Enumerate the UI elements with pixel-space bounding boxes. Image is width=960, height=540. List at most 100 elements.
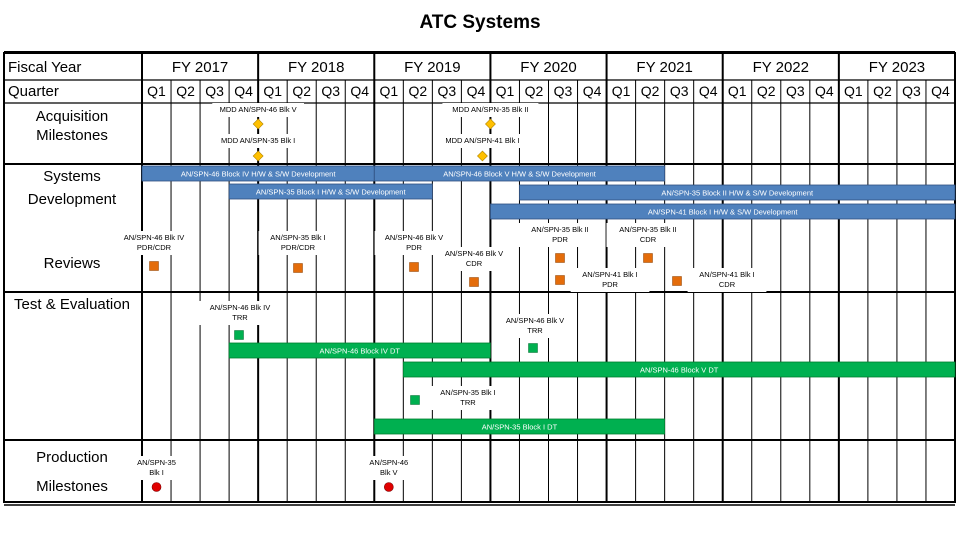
review-milestone-label: CDR [466,259,483,268]
schedule-bar-label: AN/SPN-46 Block V H/W & S/W Development [443,170,596,179]
schedule-bar-outline [373,418,666,435]
acquisition-milestone-label-bg [212,134,304,148]
quarter-label: Q4 [815,83,834,99]
acquisition-milestone-label: MDD AN/SPN-41 Blk I [445,136,519,145]
quarter-label: Q2 [757,83,776,99]
acquisition-milestone-label-bg [212,103,304,117]
review-milestone-label-bg [258,231,338,255]
schedule-bar-outline [228,342,491,359]
test-milestone-label: TRR [460,398,476,407]
section-label-prod: Production [36,449,108,466]
quarter-label: Q1 [496,83,515,99]
section-label-prod: Milestones [36,478,108,495]
schedule-bar-label: AN/SPN-46 Block V DT [640,366,719,375]
schedule-bar [490,203,956,220]
page-title: ATC Systems [419,12,541,33]
quarter-label: Q3 [554,83,573,99]
fiscal-year-label: FY 2019 [404,59,460,76]
quarter-label: Q4 [583,83,602,99]
quarter-label: Q4 [234,83,253,99]
quarter-label: Q1 [612,83,631,99]
schedule-bar [373,165,666,182]
review-milestone-label-bg [606,223,690,247]
review-milestone-label: CDR [719,280,736,289]
quarter-label: Q3 [902,83,921,99]
review-milestone-label: PDR/CDR [137,243,172,252]
acquisition-milestone-label-bg [442,103,539,117]
quarter-label: Q4 [931,83,950,99]
review-milestone-label-bg [687,268,767,292]
fiscal-year-label: FY 2020 [520,59,576,76]
fiscal-year-label: FY 2017 [172,59,228,76]
fiscal-year-label: FY 2023 [869,59,925,76]
review-milestone-label: AN/SPN-35 Blk II [531,225,589,234]
quarter-label: Q3 [205,83,224,99]
review-milestone-label-bg [570,268,650,292]
review-milestone-label: PDR [406,243,422,252]
production-milestone-label: Blk V [380,468,398,477]
test-square [528,343,538,353]
acquisition-milestone-label: MDD AN/SPN-46 Blk V [220,105,297,114]
quarter-label: Q2 [176,83,195,99]
review-square [643,253,653,263]
production-circle [384,482,394,492]
quarter-label: Q4 [350,83,369,99]
quarter-label: Q4 [699,83,718,99]
quarter-label: Q2 [408,83,427,99]
fiscal-year-label: FY 2018 [288,59,344,76]
review-milestone-label-bg [112,231,196,255]
production-milestone-label-bg [132,456,181,480]
test-milestone-label: TRR [527,326,543,335]
production-milestone-label: Blk I [149,468,164,477]
review-milestone-label: PDR [602,280,618,289]
schedule-bar-label: AN/SPN-35 Block II H/W & S/W Development [661,189,814,198]
acquisition-milestone-label: MDD AN/SPN-35 Blk II [452,105,528,114]
schedule-bar-label: AN/SPN-46 Block IV DT [320,347,401,356]
schedule-bar [519,184,956,201]
review-milestone-label: AN/SPN-41 Blk I [699,270,754,279]
fiscal-year-header: Fiscal Year [8,59,81,76]
quarter-label: Q2 [292,83,311,99]
review-square [149,261,159,271]
review-square [409,262,419,272]
review-square [293,263,303,273]
schedule-bar-label: AN/SPN-41 Block I H/W & S/W Development [648,208,799,217]
section-label-acq: Acquisition [36,108,109,125]
test-milestone-label: AN/SPN-46 Blk IV [210,303,270,312]
test-milestone-label: AN/SPN-46 Blk V [506,316,564,325]
quarter-label: Q1 [147,83,166,99]
quarter-label: Q1 [379,83,398,99]
quarter-label: Q4 [467,83,486,99]
quarter-label: Q1 [844,83,863,99]
fiscal-year-label: FY 2022 [753,59,809,76]
test-milestone-label: AN/SPN-35 Blk I [440,388,495,397]
review-square [672,276,682,286]
milestone-diamond [252,150,264,162]
review-milestone-label: PDR/CDR [281,243,316,252]
milestone-diamond [485,118,496,130]
production-milestone-label-bg [364,456,414,480]
schedule-bar [229,343,491,358]
milestone-diamond [477,150,488,162]
schedule-bar-label: AN/SPN-35 Block I DT [482,423,558,432]
schedule-bar [228,183,433,200]
review-milestone-label-bg [518,223,602,247]
review-milestone-label: AN/SPN-46 Blk V [385,233,443,242]
section-label-te: Test & Evaluation [14,296,130,313]
schedule-bar-label: AN/SPN-46 Block IV H/W & S/W Development [181,170,337,179]
review-square [469,277,479,287]
quarter-label: Q2 [525,83,544,99]
section-label-reviews: Reviews [44,255,101,272]
review-milestone-label: AN/SPN-41 Blk I [582,270,637,279]
fiscal-year-label: FY 2021 [636,59,692,76]
test-milestone-label-bg [428,386,508,410]
review-milestone-label: PDR [552,235,568,244]
review-milestone-label: AN/SPN-35 Blk II [619,225,677,234]
review-square [555,253,565,263]
quarter-label: Q1 [263,83,282,99]
review-milestone-label-bg [434,247,514,271]
review-milestone-label: AN/SPN-46 Blk V [445,249,503,258]
acquisition-milestone-label-bg [436,134,529,148]
quarter-label: Q2 [641,83,660,99]
